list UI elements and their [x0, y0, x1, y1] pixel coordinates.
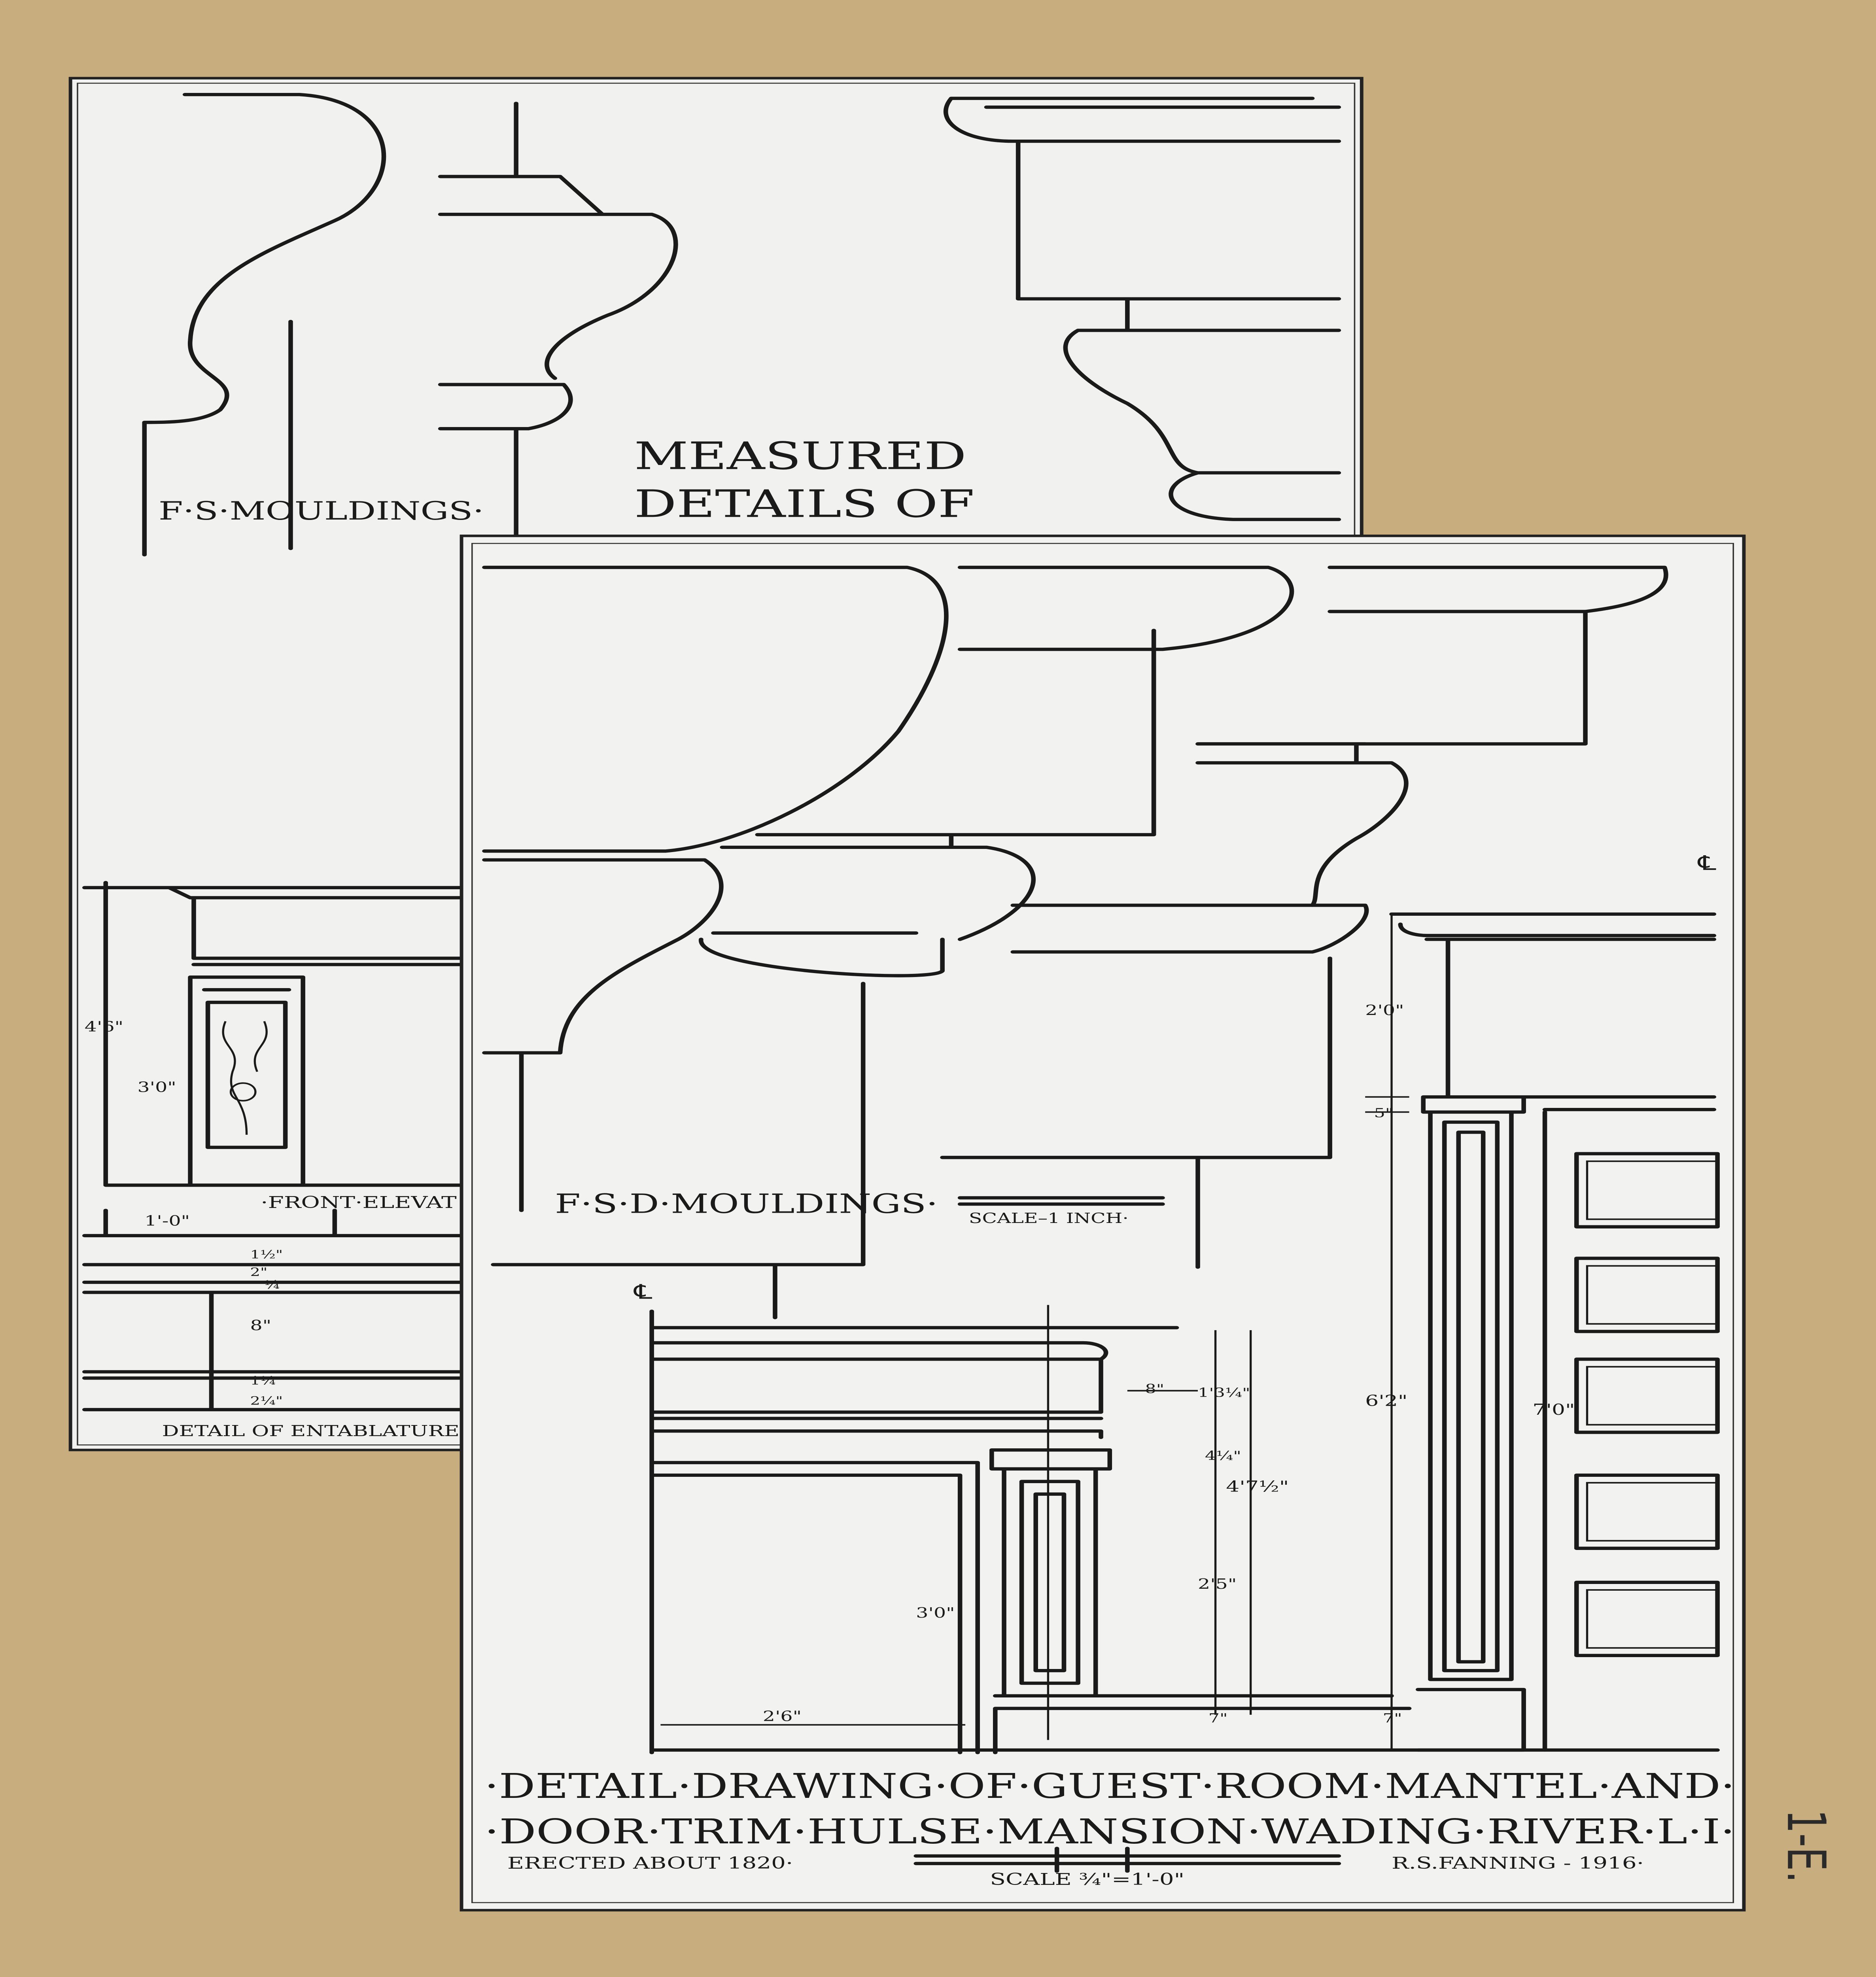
dim-3-0: 3'0": [137, 1079, 176, 1095]
scale-inch-label: SCALE–1 INCH·: [969, 1210, 1129, 1227]
front-sheet: F·S·D·MOULDINGS· SCALE–1 INCH· ℄ 2'0" 5"…: [460, 535, 1746, 1912]
mantel-centerline-symbol: ℄: [633, 1280, 652, 1304]
mantel-dim-1-3q: 1'3¼": [1198, 1385, 1250, 1400]
author-credit: R.S.FANNING - 1916·: [1392, 1853, 1644, 1873]
door-panels: [1574, 1152, 1720, 1658]
door-centerline-symbol: ℄: [1697, 851, 1716, 875]
door-dim-7: 7": [1383, 1711, 1402, 1726]
drawing-scale: SCALE ¾"=1'-0": [990, 1870, 1184, 1889]
erected-date: ERECTED ABOUT 1820·: [507, 1853, 793, 1873]
dim-4-6: 4'6": [85, 1019, 123, 1035]
mantel-dim-3-0: 3'0": [916, 1605, 955, 1621]
door-dim-2-0: 2'0": [1365, 1002, 1404, 1019]
dim-1-0: 1'-0": [144, 1213, 190, 1229]
dim-1-half: 1½": [250, 1248, 283, 1261]
margin-note: 1-E.: [1775, 1809, 1836, 1883]
scale-inch-bar: [957, 1196, 1165, 1206]
door-dim-5: 5": [1374, 1106, 1393, 1120]
dim-2: 2": [250, 1266, 268, 1279]
mantel-dim-2-6: 2'6": [763, 1709, 802, 1725]
dim-8: 8": [250, 1317, 272, 1334]
mantel-dim-4-7h: 4'7½": [1226, 1478, 1289, 1495]
dim-quarter: ¼: [264, 1278, 280, 1291]
mantel-dim-4q: 4¼": [1205, 1449, 1241, 1463]
drawing-title-line2: ·DOOR·TRIM·HULSE·MANSION·WADING·RIVER·L·…: [484, 1812, 1735, 1851]
door-dim-6-2: 6'2": [1365, 1392, 1407, 1409]
mantel-dim-7: 7": [1208, 1711, 1228, 1726]
drawing-title-line1: ·DETAIL·DRAWING·OF·GUEST·ROOM·MANTEL·AND…: [484, 1766, 1735, 1806]
mantel-dim-2-5: 2'5": [1198, 1576, 1237, 1592]
entablature-label: DETAIL OF ENTABLATURE: [162, 1422, 460, 1440]
back-title-line2: DETAILS OF: [634, 482, 975, 526]
scale-bar: [913, 1847, 1341, 1873]
back-title-line1: MEASURED: [634, 434, 966, 478]
dim-2-quarter: 2¼": [250, 1395, 283, 1408]
front-elevation-label: ·FRONT·ELEVAT: [261, 1193, 457, 1212]
door-dim-7-0: 7'0": [1532, 1401, 1575, 1418]
mantel-dim-8: 8": [1145, 1382, 1164, 1397]
back-mouldings-label: F·S·MOULDINGS·: [159, 496, 484, 525]
dim-1-quarter: 1¼: [250, 1374, 276, 1387]
front-mouldings-label: F·S·D·MOULDINGS·: [555, 1189, 938, 1219]
